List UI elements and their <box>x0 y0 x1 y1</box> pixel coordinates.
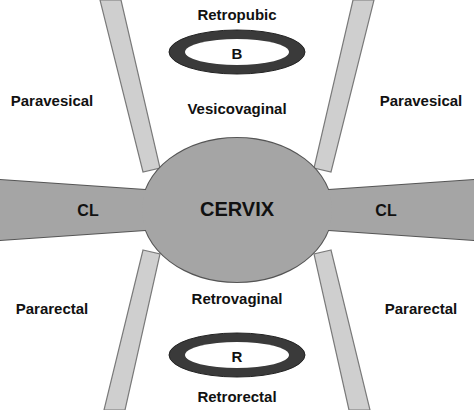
ligament-label: CL <box>77 203 98 219</box>
space-label: Paravesical <box>11 93 94 108</box>
space-label: Paravesical <box>380 93 463 108</box>
left-lower-pillar <box>104 250 160 410</box>
space-label: Retrorectal <box>197 389 276 404</box>
cervix-complex: CL CERVIX CL <box>0 130 474 290</box>
right-upper-pillar <box>314 0 374 172</box>
ligament-label: CL <box>375 203 396 219</box>
cervix-fill <box>142 138 332 282</box>
ring-lumen <box>185 39 289 65</box>
space-label: Pararectal <box>385 301 458 316</box>
space-label: Retrovaginal <box>192 291 283 306</box>
ring-lumen <box>185 342 289 368</box>
right-lower-pillar <box>314 250 370 410</box>
space-label: Retropubic <box>197 7 276 22</box>
organ-label: B <box>232 46 243 61</box>
ring-outer <box>169 333 305 377</box>
cervix-ellipse <box>142 138 332 282</box>
cervix-label: CERVIX <box>200 199 274 219</box>
left-upper-pillar <box>100 0 160 172</box>
organ-label: R <box>232 349 243 364</box>
rectum-ring: R <box>167 331 307 379</box>
space-label: Pararectal <box>16 301 89 316</box>
space-label: Vesicovaginal <box>187 101 286 116</box>
ring-outer <box>169 30 305 74</box>
bladder-ring: B <box>167 28 307 76</box>
